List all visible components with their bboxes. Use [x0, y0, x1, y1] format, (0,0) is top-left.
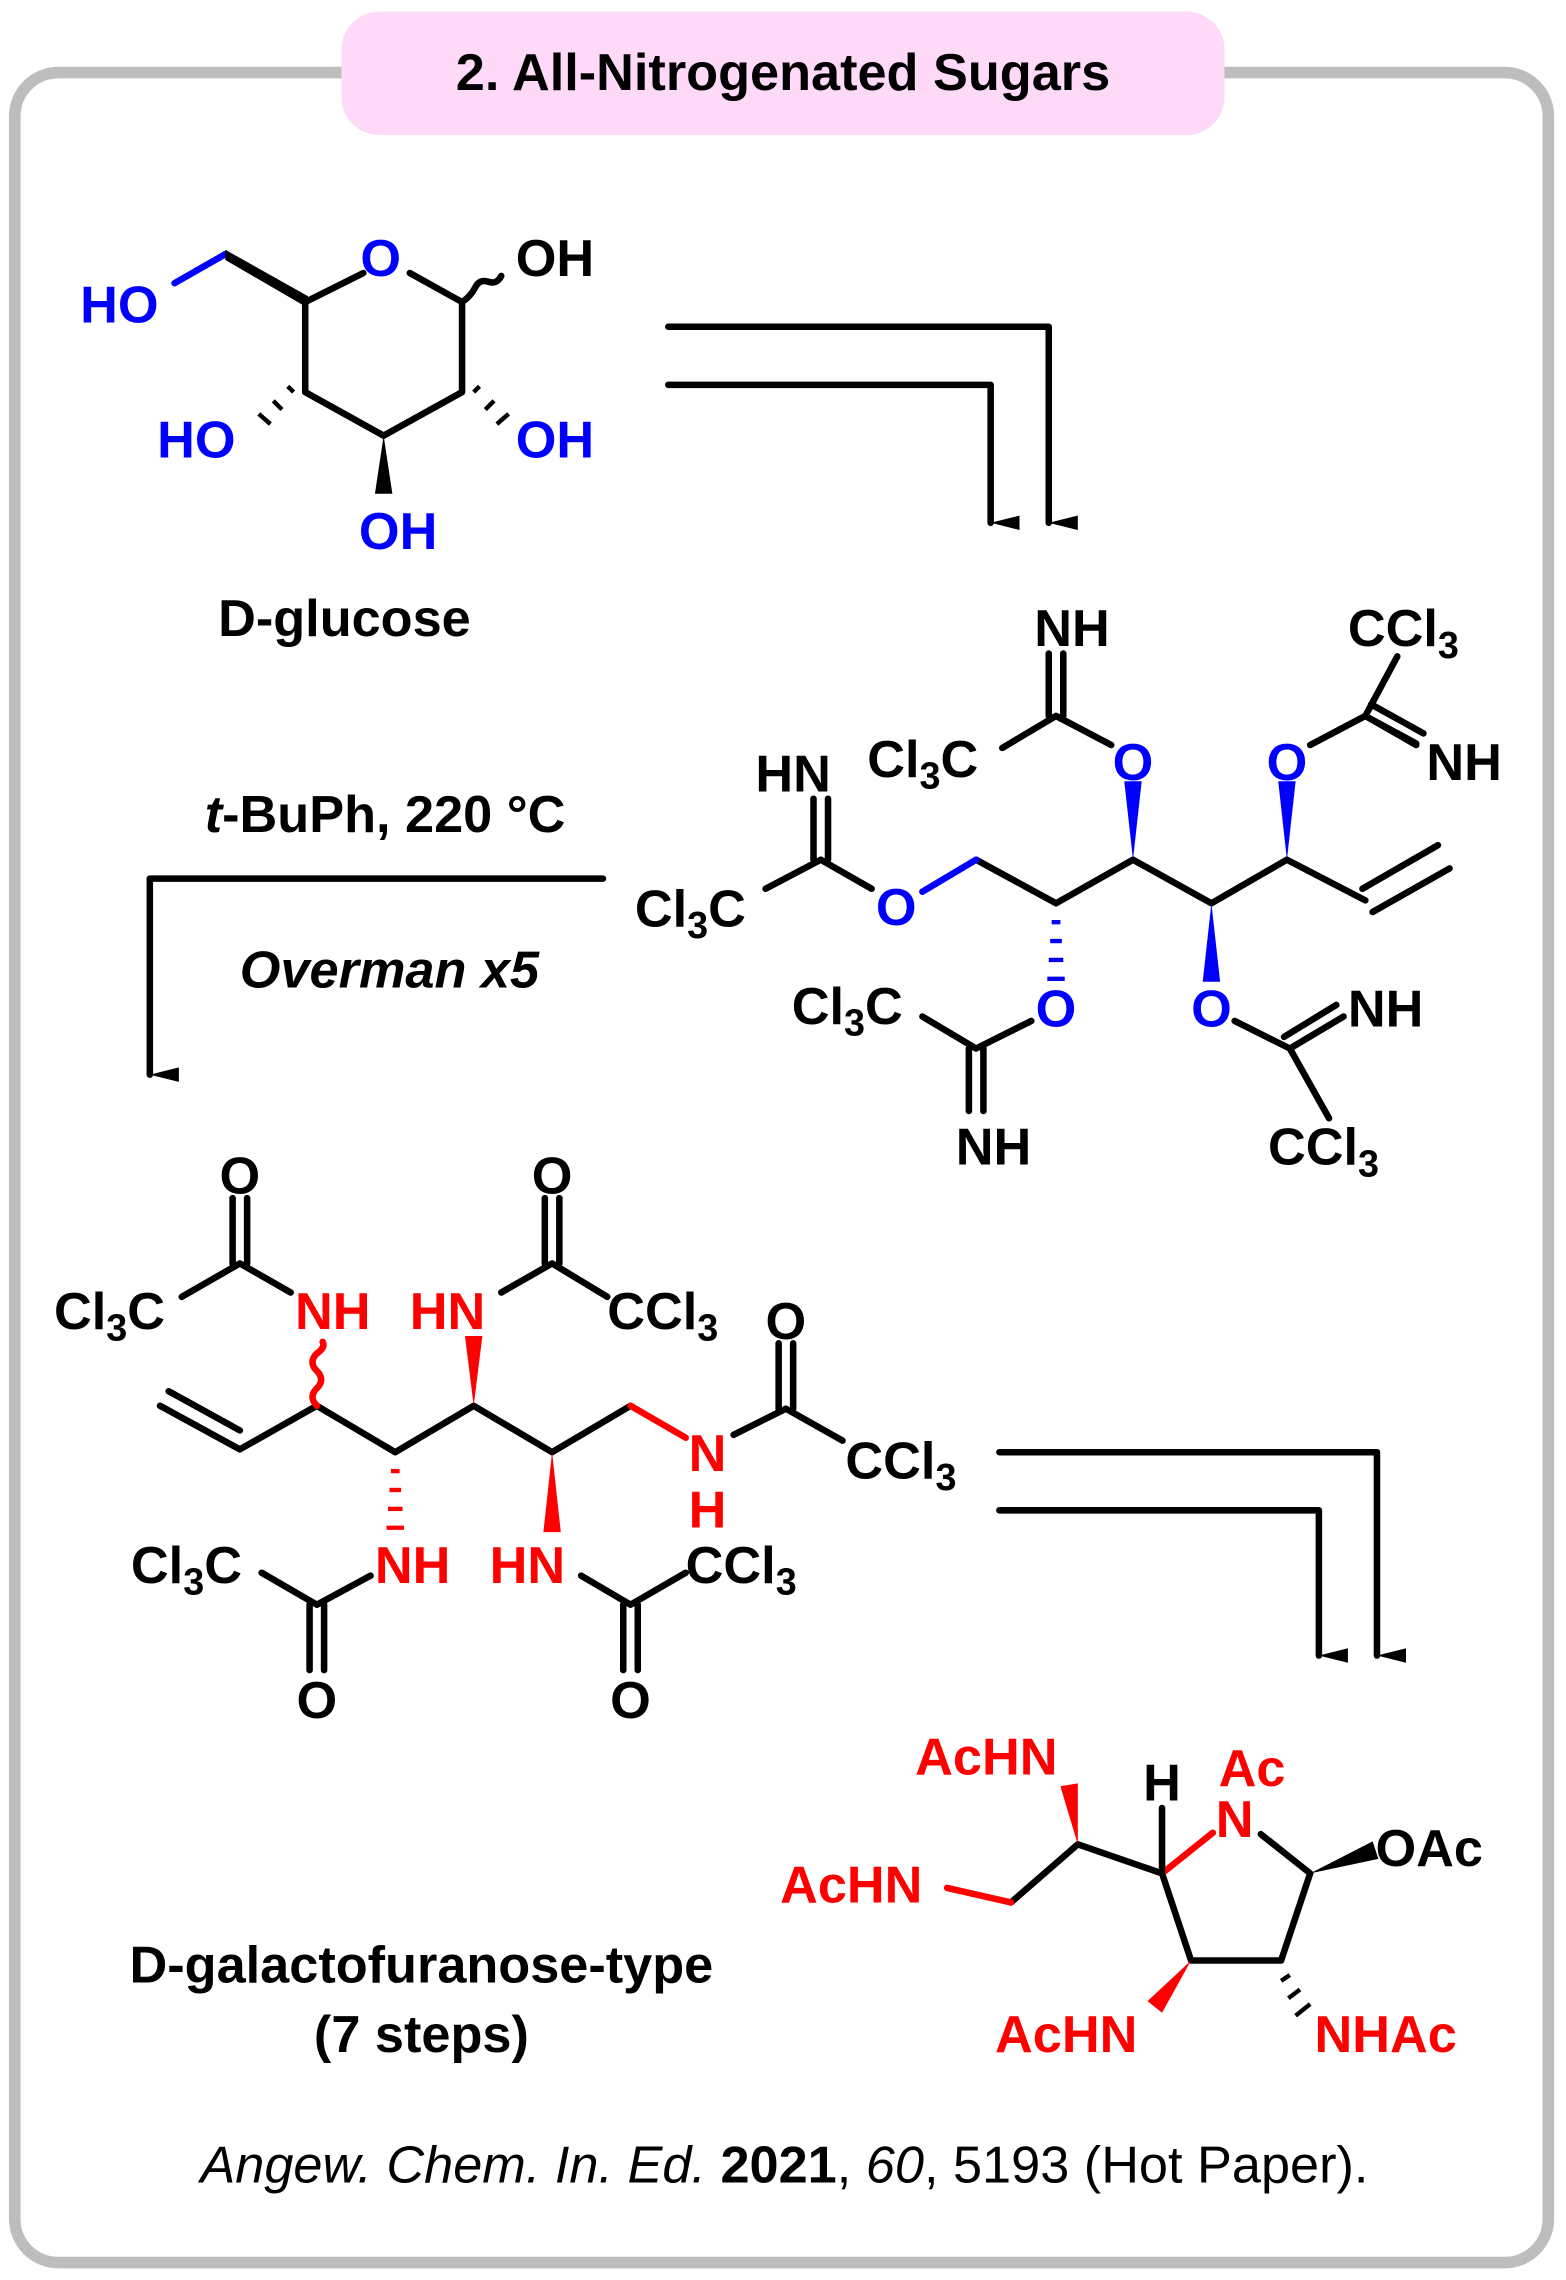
- oac-label: OAc: [1376, 1820, 1483, 1878]
- o-label: O: [1191, 981, 1232, 1039]
- achn-bottom: AcHN: [995, 2006, 1137, 2064]
- achn-top: AcHN: [915, 1729, 1057, 1787]
- ccl3-label: CCl3: [1348, 600, 1459, 666]
- cl3c-label: Cl3C: [635, 881, 746, 947]
- oh-anomeric: OH: [516, 230, 594, 288]
- double-arrow-1: [665, 323, 1078, 531]
- h-label: H: [1143, 1755, 1181, 1813]
- o-label: O: [1036, 981, 1077, 1039]
- nh-label: NH: [956, 1119, 1032, 1177]
- ccl3-label: CCl3: [1268, 1119, 1379, 1185]
- cl3c-label: Cl3C: [867, 731, 978, 797]
- oh-2: OH: [516, 411, 594, 469]
- ac-label: Ac: [1219, 1740, 1286, 1798]
- h-label: H: [689, 1482, 727, 1540]
- nh-label: NH: [1348, 981, 1424, 1039]
- achn-left: AcHN: [780, 1856, 922, 1914]
- cl3c-label: Cl3C: [792, 978, 903, 1044]
- nh-label: NH: [1426, 734, 1502, 792]
- tetra-amide-structure: O O Cl3C NH HN CCl3 O N H CCl3 Cl3C NH H…: [54, 1148, 956, 1730]
- hn-label: HN: [755, 745, 830, 803]
- ccl3-label: CCl3: [845, 1432, 956, 1498]
- title-pill: [341, 11, 1225, 136]
- o-label: O: [876, 879, 917, 937]
- hn-label: HN: [490, 1537, 565, 1595]
- conditions-bottom: Overman x5: [240, 942, 540, 1000]
- citation: Angew. Chem. In. Ed. 2021, 60, 5193 (Hot…: [197, 2137, 1368, 2195]
- galactofuranose-product: AcHN H Ac N OAc AcHN AcHN NHAc D-galacto…: [130, 1729, 1483, 2064]
- product-name: D-galactofuranose-type: [130, 1936, 714, 1994]
- o-label: O: [766, 1293, 807, 1351]
- o-label: O: [532, 1148, 573, 1206]
- cl3c-label: Cl3C: [131, 1537, 242, 1603]
- o-label: O: [1267, 734, 1308, 792]
- o-label: O: [610, 1672, 651, 1730]
- hn-label: HN: [410, 1283, 486, 1341]
- glucose-name: D-glucose: [218, 590, 471, 648]
- ccl3-label: CCl3: [686, 1537, 797, 1603]
- product-steps: (7 steps): [314, 2006, 529, 2064]
- nh-label: NH: [295, 1283, 371, 1341]
- title: 2. All-Nitrogenated Sugars: [456, 44, 1110, 102]
- nhac-label: NHAc: [1315, 2006, 1457, 2064]
- glucose-structure: O OH HO HO OH OH D-glucose: [80, 230, 594, 648]
- nh-label: NH: [1034, 600, 1110, 658]
- ring-oxygen: O: [360, 230, 401, 288]
- oh-3: OH: [359, 503, 437, 561]
- ho-4: HO: [157, 411, 235, 469]
- double-arrow-2: [996, 1448, 1407, 1663]
- reaction-arrow: t-BuPh, 220 °C Overman x5: [146, 786, 607, 1082]
- tris-imidate-structure: NH CCl3 Cl3C O O NH HN Cl3C O Cl3C O O N…: [635, 600, 1502, 1184]
- ccl3-label: CCl3: [607, 1283, 718, 1349]
- o-label: O: [1113, 734, 1154, 792]
- o-label: O: [297, 1672, 338, 1730]
- nh-label: NH: [375, 1537, 451, 1595]
- conditions-top: t-BuPh, 220 °C: [205, 786, 566, 844]
- o-label: O: [220, 1148, 261, 1206]
- n-label: N: [689, 1425, 727, 1483]
- ring-n: N: [1216, 1791, 1254, 1849]
- ho-6: HO: [80, 276, 158, 334]
- cl3c-label: Cl3C: [54, 1283, 165, 1349]
